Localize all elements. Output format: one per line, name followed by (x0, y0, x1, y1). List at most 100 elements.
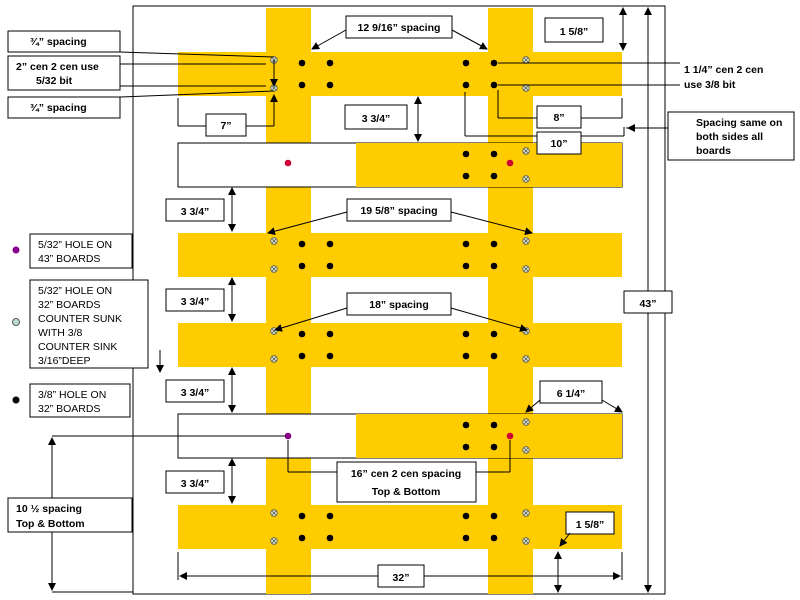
seven-box (205, 113, 247, 137)
three-34-b-box (165, 198, 225, 222)
three-34-a-label: 3 3/4” (362, 113, 391, 125)
bolt-hole (490, 512, 498, 520)
bolt-hole (298, 352, 306, 360)
pilot-hole-red (506, 432, 514, 440)
ten-half-line1: 10 ½ spacing (16, 503, 82, 515)
top-spacing-box (345, 15, 453, 39)
top-spacing-label: 12 9/16” spacing (358, 22, 441, 34)
countersunk-hole (522, 537, 530, 545)
one-58-top-box (544, 17, 604, 43)
pilot-hole-purple (284, 432, 292, 440)
spacing-same-box (667, 111, 795, 161)
three-34-b-label: 3 3/4” (181, 206, 210, 218)
legend-2-line3: COUNTER SUNK (38, 313, 122, 325)
ten-half-box (7, 497, 133, 533)
board-1 (178, 52, 622, 96)
legend-2-line1: 5/32” HOLE ON (38, 285, 112, 297)
legend-3-box (29, 383, 131, 418)
bolt-hole (462, 172, 470, 180)
countersunk-hole (522, 147, 530, 155)
countersunk-hole (522, 237, 530, 245)
countersunk-hole (522, 355, 530, 363)
sixteen-line1: 16” cen 2 cen spacing (351, 468, 461, 480)
bolt-hole (298, 262, 306, 270)
countersunk-hole (270, 509, 278, 517)
countersunk-hole (522, 56, 530, 64)
bolt-hole (490, 81, 498, 89)
bolt-hole (326, 352, 334, 360)
three-quarter-top-box (7, 30, 121, 53)
one-58-bottom-box (565, 511, 615, 535)
one-quarter-line1: 1 1/4” cen 2 cen (684, 64, 763, 76)
two-cen-box (7, 55, 121, 91)
three-34-c-box (165, 288, 225, 312)
eight-box (536, 105, 582, 129)
spacing-same-line2: both sides all (696, 131, 763, 143)
legend-2-box (29, 279, 149, 369)
bolt-hole (462, 262, 470, 270)
spacing-same-line1: Spacing same on (696, 117, 782, 129)
ten-label: 10” (551, 138, 568, 150)
six-quarter-label: 6 1/4” (557, 388, 586, 400)
countersunk-hole (522, 509, 530, 517)
legend-countersunk-hole-icon (12, 318, 20, 326)
sixteen-box (336, 461, 477, 503)
bolt-hole (490, 150, 498, 158)
bolt-hole (490, 262, 498, 270)
bolt-hole (462, 534, 470, 542)
bolt-hole (298, 512, 306, 520)
countersunk-hole (270, 355, 278, 363)
legend-1-line2: 43” BOARDS (38, 253, 100, 265)
one-58-bottom-label: 1 5/8” (576, 519, 605, 531)
nineteen-arrow-left (267, 211, 348, 236)
eight-label: 8” (553, 112, 564, 124)
countersunk-hole (522, 175, 530, 183)
bolt-hole (326, 330, 334, 338)
eighteen-arrow-right (450, 307, 528, 332)
top-spacing-arrow-right (451, 29, 488, 50)
three-34-c-label: 3 3/4” (181, 296, 210, 308)
bolt-hole (462, 240, 470, 248)
six-quarter-box (539, 380, 603, 404)
nineteen-box (346, 198, 452, 222)
top-spacing-arrow-left (311, 29, 347, 50)
bolt-hole (462, 512, 470, 520)
legend-purple-hole-icon (12, 246, 20, 254)
ten-box (536, 131, 582, 155)
three-quarter-bottom-leader (119, 90, 275, 98)
pilot-hole-red (284, 159, 292, 167)
bolt-hole (298, 330, 306, 338)
legend-black-hole-icon (12, 396, 20, 404)
nineteen-label: 19 5/8” spacing (360, 205, 437, 217)
spacing-same-line3: boards (696, 145, 731, 157)
countersunk-hole (270, 327, 278, 335)
pilot-hole-red (506, 159, 514, 167)
bolt-hole (462, 330, 470, 338)
bolt-hole (326, 240, 334, 248)
bolt-hole (462, 352, 470, 360)
bolt-hole (326, 262, 334, 270)
holes (270, 56, 530, 545)
bolt-hole (490, 240, 498, 248)
three-34-e-label: 3 3/4” (181, 478, 210, 490)
board-5 (356, 414, 622, 458)
thirty-two-label: 32” (393, 572, 410, 584)
legend-2-line2: 32” BOARDS (38, 299, 100, 311)
three-quarter-bottom-box (7, 96, 121, 119)
bolt-hole (490, 352, 498, 360)
bolt-hole (462, 421, 470, 429)
three-34-a-box (344, 104, 408, 130)
right-rail-board (488, 8, 533, 594)
bolt-hole (326, 81, 334, 89)
eighteen-arrow-left (274, 307, 348, 332)
eighteen-label: 18” spacing (369, 299, 429, 311)
board-6 (178, 505, 622, 549)
legend-3-line1: 3/8” HOLE ON (38, 389, 106, 401)
bolt-hole (326, 512, 334, 520)
legend-2-line4: WITH 3/8 (38, 327, 82, 339)
two-cen-line1: 2” cen 2 cen use (16, 61, 99, 73)
bolt-hole (298, 534, 306, 542)
bolt-hole (462, 443, 470, 451)
bolt-hole (326, 534, 334, 542)
